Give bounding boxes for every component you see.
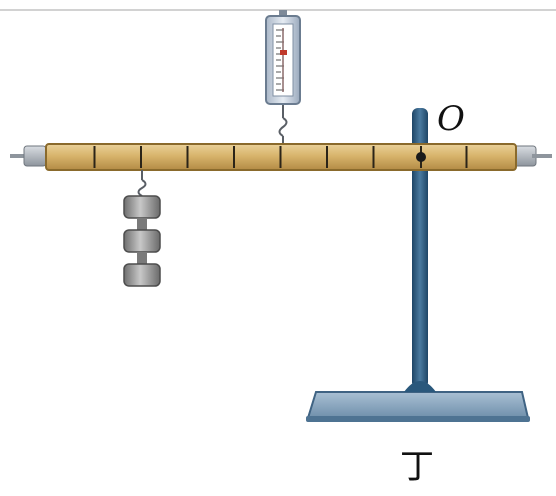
weight-stack xyxy=(123,195,161,287)
stand-pole xyxy=(404,108,436,392)
lever-right-cap xyxy=(513,145,552,167)
pivot-label: O xyxy=(437,99,465,139)
pivot-point xyxy=(416,146,426,168)
weight-hook xyxy=(137,170,147,197)
spring-scale xyxy=(265,10,301,105)
lever-left-cap xyxy=(10,145,47,167)
scale-pointer xyxy=(280,50,287,55)
lever-tick-marks xyxy=(93,146,468,168)
hanging-weight xyxy=(123,263,161,287)
hanging-weight xyxy=(123,229,161,264)
figure-label: 丁 xyxy=(400,447,434,487)
stand-base xyxy=(306,391,530,422)
hanging-weight xyxy=(123,195,161,230)
